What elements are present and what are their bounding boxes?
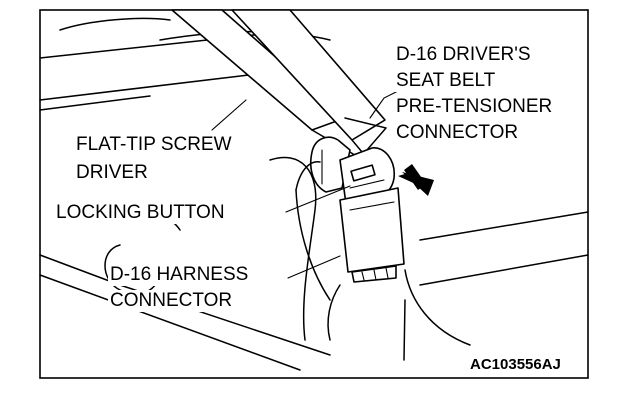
figure-frame xyxy=(39,9,589,379)
harness-connector xyxy=(295,161,405,301)
connector-top-label-line-2: SEAT BELT xyxy=(394,70,498,92)
pull-direction-arrow xyxy=(398,164,434,196)
connector-top-label-line-3: PRE-TENSIONER xyxy=(394,96,555,118)
screwdriver-label-line-1: FLAT-TIP SCREW xyxy=(74,134,234,156)
harness-connector-label-line-1: D-16 HARNESS xyxy=(108,264,251,286)
harness-connector-label-line-2: CONNECTOR xyxy=(108,290,235,312)
figure-code: AC103556AJ xyxy=(470,356,561,373)
screwdriver xyxy=(171,9,387,159)
locking-button-label: LOCKING BUTTON xyxy=(54,202,227,224)
leader-lines xyxy=(211,89,401,279)
screwdriver-label-line-2: DRIVER xyxy=(74,162,150,184)
connector-top-label-line-1: D-16 DRIVER'S xyxy=(394,44,533,66)
pretensioner-connector xyxy=(310,136,395,205)
connector-top-label-line-4: CONNECTOR xyxy=(394,122,521,144)
